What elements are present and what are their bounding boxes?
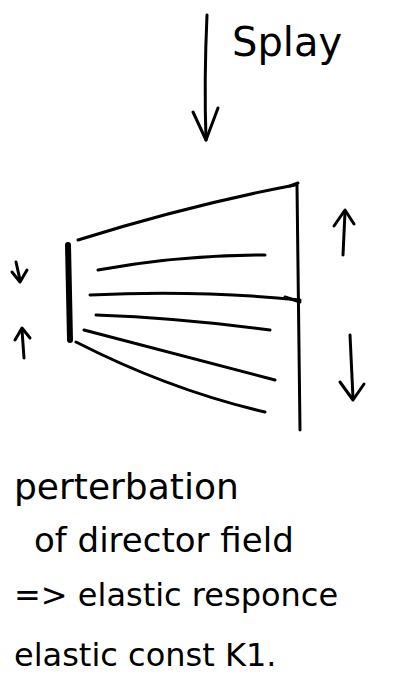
note-text: => elastic responce <box>14 578 338 613</box>
title-text: Splay <box>232 20 342 64</box>
note-text: elastic const K1. <box>14 638 276 673</box>
note-text: perterbation <box>14 467 239 507</box>
note-text: of director field <box>34 522 294 559</box>
